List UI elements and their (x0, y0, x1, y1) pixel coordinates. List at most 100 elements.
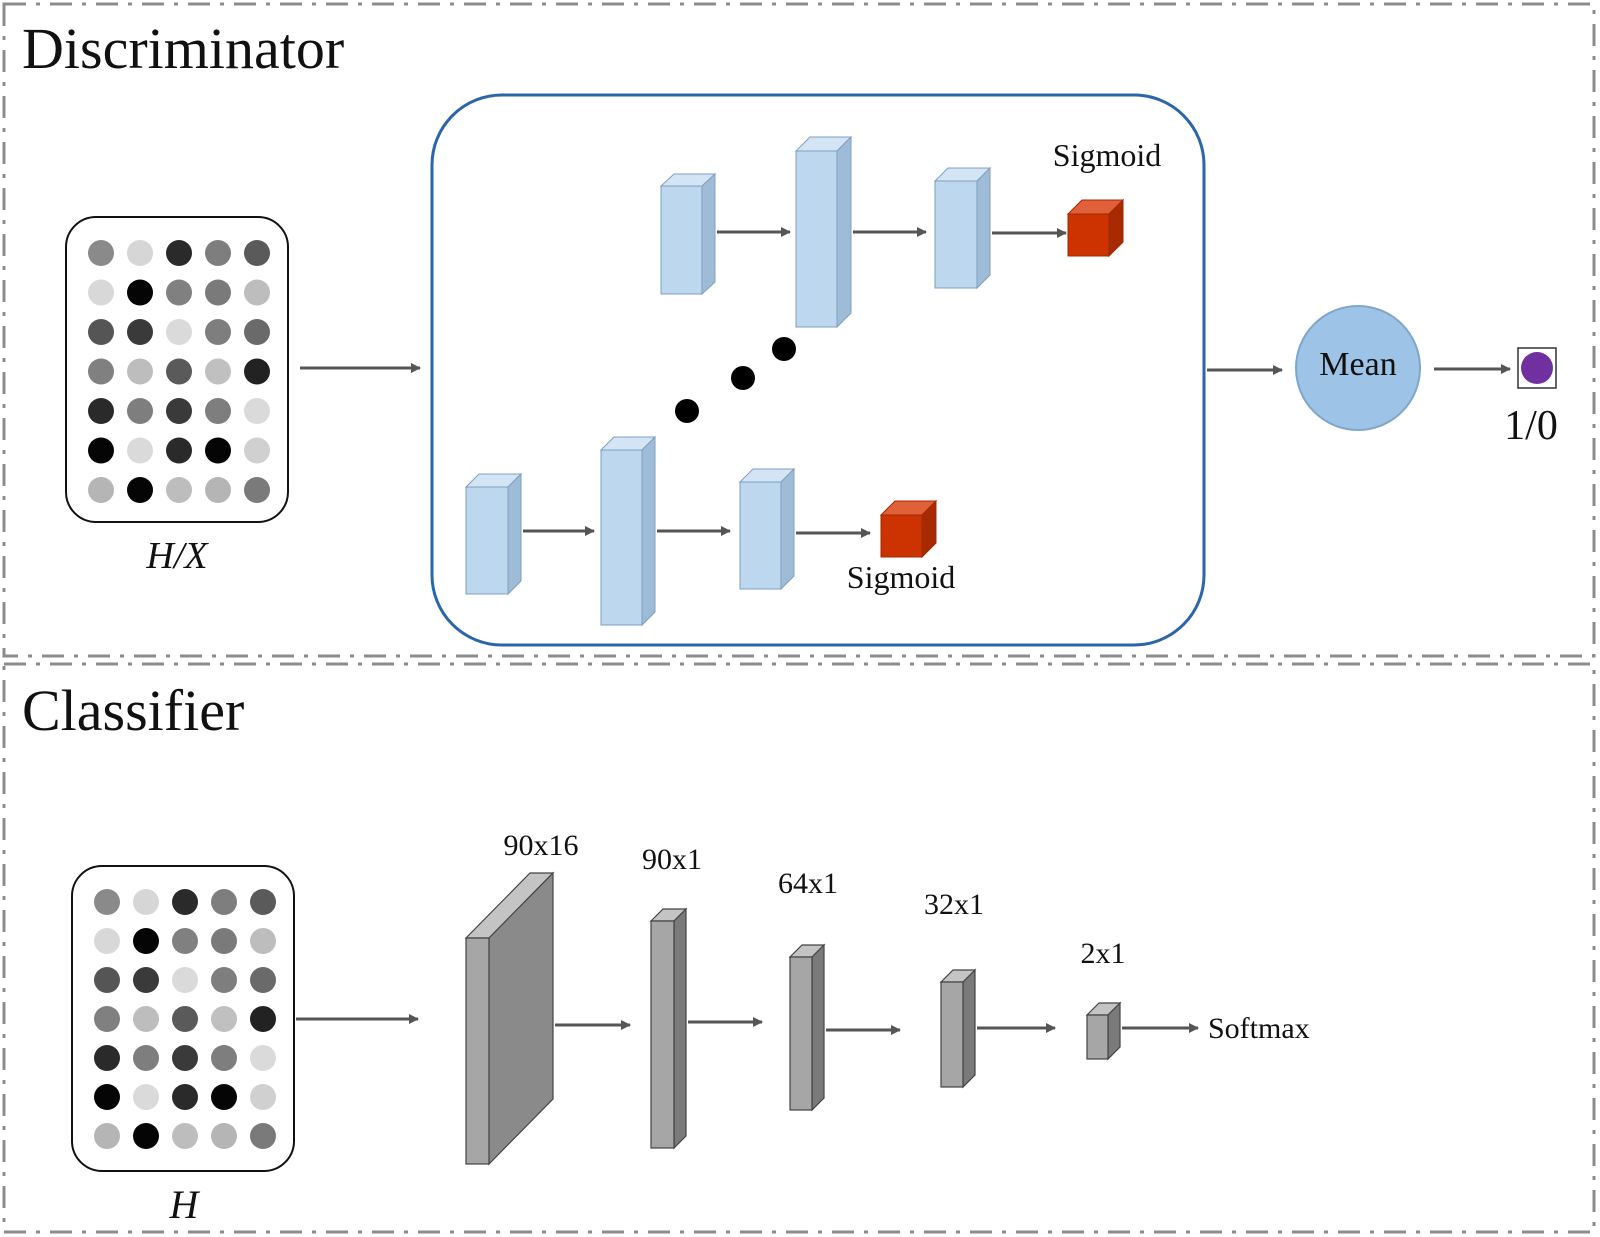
matrix-dot (166, 319, 192, 345)
matrix-dot (250, 1084, 276, 1110)
matrix-dot (127, 279, 153, 306)
matrix-dot (250, 1006, 276, 1032)
classifier-panel: Classifier H 90x16 90x1 64x (2, 662, 1596, 1234)
matrix-dot (172, 1006, 198, 1032)
matrix-dot (88, 240, 114, 266)
matrix-dot (127, 437, 153, 464)
matrix-dot (166, 437, 192, 464)
matrix-dot (172, 1084, 198, 1110)
layer-label-1: 90x16 (504, 829, 579, 862)
matrix-dot (244, 319, 270, 345)
matrix-dot (94, 1006, 120, 1032)
matrix-dot (133, 928, 159, 954)
matrix-dot (88, 319, 114, 345)
matrix-dot (88, 398, 114, 424)
layer-label-3: 64x1 (778, 867, 838, 900)
matrix-dot (133, 1123, 159, 1149)
mean-label: Mean (1319, 346, 1396, 383)
discriminator-title: Discriminator (22, 16, 344, 81)
matrix-dot (88, 279, 114, 306)
matrix-dot (244, 437, 270, 464)
matrix-dot (172, 967, 198, 993)
ellipsis-dot (675, 399, 699, 423)
matrix-dot (166, 398, 192, 424)
layer-label-5: 2x1 (1081, 937, 1126, 970)
matrix-dot (211, 889, 237, 915)
classifier-input-matrix (71, 865, 295, 1172)
matrix-dot (244, 240, 270, 266)
matrix-dot (127, 398, 153, 424)
matrix-dot (250, 1123, 276, 1149)
sigmoid-cube-top (1066, 198, 1125, 258)
matrix-dot (166, 279, 192, 306)
matrix-dot (250, 967, 276, 993)
matrix-dots (88, 240, 270, 503)
gray-block-2x1 (1085, 1001, 1122, 1061)
matrix-dot (205, 398, 231, 424)
matrix-dot (88, 358, 114, 385)
matrix-dot (211, 928, 237, 954)
matrix-dot (205, 358, 231, 385)
matrix-dot (94, 889, 120, 915)
discriminator-frame (2, 2, 1596, 658)
matrix-dot (211, 1045, 237, 1071)
matrix-dot (172, 928, 198, 954)
matrix-dot (88, 437, 114, 464)
matrix-dot (88, 477, 114, 503)
matrix-dot (127, 477, 153, 503)
matrix-dot (250, 889, 276, 915)
matrix-dot (94, 967, 120, 993)
matrix-dot (244, 477, 270, 503)
gray-block-90x1 (649, 907, 688, 1150)
mean-node (1295, 305, 1421, 431)
matrix-dot (133, 1006, 159, 1032)
matrix-dots (94, 889, 276, 1149)
blue-block (659, 172, 717, 296)
matrix-dot (127, 240, 153, 266)
matrix-dot (211, 967, 237, 993)
bottom-branch: Sigmoid (464, 435, 955, 627)
gray-block-64x1 (788, 943, 826, 1112)
blue-block (599, 435, 657, 627)
matrix-dot (244, 398, 270, 424)
matrix-dot (127, 358, 153, 385)
blue-block (738, 467, 796, 591)
sigmoid-label-top: Sigmoid (1053, 137, 1161, 173)
output-label: 1/0 (1504, 403, 1558, 449)
matrix-dot (205, 319, 231, 345)
matrix-dot (127, 319, 153, 345)
matrix-dot (166, 240, 192, 266)
matrix-dot (133, 967, 159, 993)
gray-block-32x1 (939, 968, 977, 1089)
blue-block (933, 166, 992, 290)
matrix-dot (244, 279, 270, 306)
blue-block (794, 135, 853, 329)
matrix-dot (205, 437, 231, 464)
top-branch: Sigmoid (659, 135, 1161, 329)
discriminator-input-label: H/X (145, 535, 209, 577)
matrix-dot (205, 477, 231, 503)
sigmoid-label-bottom: Sigmoid (847, 559, 955, 595)
matrix-dot (166, 358, 192, 385)
matrix-dot (205, 240, 231, 266)
classifier-input-label: H (169, 1182, 201, 1227)
matrix-dot (172, 889, 198, 915)
ellipsis-dot (772, 337, 796, 361)
ellipsis-dot (731, 366, 755, 390)
matrix-dot (244, 358, 270, 385)
matrix-dot (94, 1045, 120, 1071)
matrix-dot (172, 1045, 198, 1071)
layer-label-2: 90x1 (642, 843, 702, 876)
matrix-dot (133, 1084, 159, 1110)
layer-label-4: 32x1 (924, 888, 984, 921)
matrix-dot (205, 279, 231, 306)
sigmoid-cube-bottom (879, 499, 938, 559)
matrix-dot (250, 928, 276, 954)
matrix-dot (172, 1123, 198, 1149)
matrix-dot (94, 1123, 120, 1149)
matrix-dot (211, 1123, 237, 1149)
matrix-dot (250, 1045, 276, 1071)
matrix-dot (94, 1084, 120, 1110)
softmax-label: Softmax (1208, 1012, 1310, 1045)
